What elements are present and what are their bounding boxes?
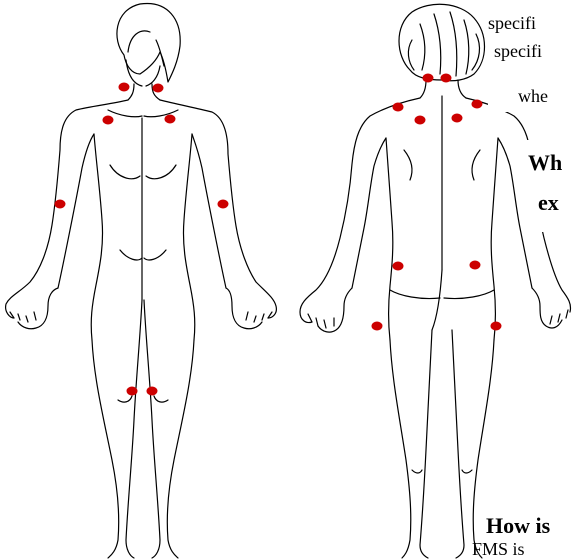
section-heading-how: How is [486, 515, 550, 537]
tender-point-back-supraspinatus-left [415, 116, 426, 125]
tender-point-front-chest-left [103, 116, 114, 125]
tender-point-back-hip-right [491, 322, 502, 331]
tender-point-back-hip-left [372, 322, 383, 331]
section-heading-line2: ex [538, 192, 559, 214]
tender-point-back-gluteal-right [470, 261, 481, 270]
text-fragment-2: specifi [494, 42, 542, 60]
tender-point-front-elbow-right [218, 200, 229, 209]
text-fragment-3: whe [518, 87, 548, 105]
tender-point-back-trapezius-left [393, 103, 404, 112]
tender-point-front-elbow-left [55, 200, 66, 209]
tender-point-back-occiput-left [423, 74, 434, 83]
tender-point-back-supraspinatus-right [452, 114, 463, 123]
tender-point-front-neck-right [153, 84, 164, 93]
tender-points [55, 74, 502, 396]
text-fragment-1: specifi [488, 14, 536, 32]
tender-point-back-trapezius-right [472, 100, 483, 109]
tender-point-back-gluteal-left [393, 262, 404, 271]
tender-point-front-knee-right [147, 387, 158, 396]
tender-point-front-chest-right [165, 115, 176, 124]
tender-point-front-knee-left [127, 387, 138, 396]
text-fragment-4: FMS is [472, 540, 525, 558]
tender-point-front-neck-left [119, 83, 130, 92]
section-heading-line1: Wh [528, 152, 562, 174]
tender-point-back-occiput-right [441, 74, 452, 83]
front-body-figure [6, 3, 277, 558]
